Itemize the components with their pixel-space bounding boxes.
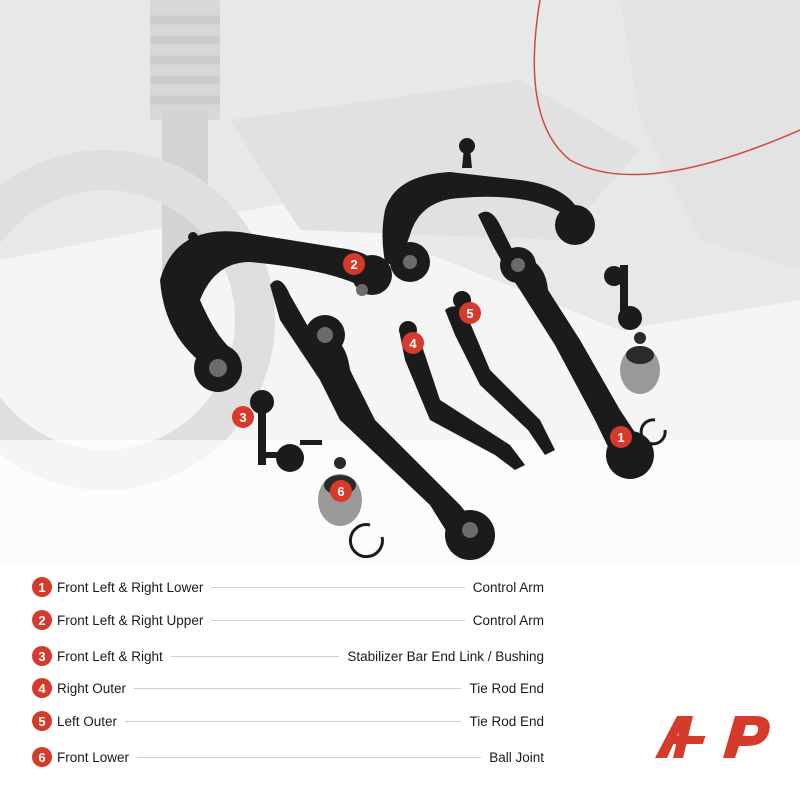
a-premium-logo-icon bbox=[655, 710, 775, 760]
item-description: Control Arm bbox=[472, 612, 544, 628]
parts-list-row-5: 5 Left Outer Tie Rod End bbox=[32, 709, 544, 733]
callout-5: 5 bbox=[459, 302, 481, 324]
upper-control-arm-left bbox=[160, 231, 392, 392]
leader-line bbox=[125, 720, 462, 722]
item-number-badge: 6 bbox=[32, 747, 52, 767]
leader-line bbox=[137, 756, 482, 758]
leader-line bbox=[211, 619, 465, 621]
item-description: Control Arm bbox=[472, 579, 544, 595]
callout-1: 1 bbox=[610, 426, 632, 448]
upper-control-arm-right bbox=[382, 138, 595, 282]
parts-list-row-2: 2 Front Left & Right Upper Control Arm bbox=[32, 608, 544, 632]
callout-2: 2 bbox=[343, 253, 365, 275]
svg-text:5: 5 bbox=[466, 306, 473, 321]
callout-badges: 1 2 3 4 5 6 bbox=[232, 253, 632, 502]
callout-3: 3 bbox=[232, 406, 254, 428]
item-number-badge: 4 bbox=[32, 678, 52, 698]
lower-control-arm-left bbox=[270, 280, 495, 560]
stabilizer-link-left bbox=[250, 390, 322, 472]
item-number-badge: 1 bbox=[32, 577, 52, 597]
item-description: Stabilizer Bar End Link / Bushing bbox=[347, 648, 544, 664]
product-image: 1 2 3 4 5 6 bbox=[0, 0, 800, 565]
leader-line bbox=[134, 687, 462, 689]
item-label: Right Outer bbox=[57, 680, 127, 696]
item-label: Front Lower bbox=[57, 749, 130, 765]
item-label: Left Outer bbox=[57, 713, 118, 729]
ball-joint-front-lower-2 bbox=[620, 332, 667, 446]
leader-line bbox=[211, 586, 465, 588]
item-label: Front Left & Right Upper bbox=[57, 612, 204, 628]
parts-list-row-4: 4 Right Outer Tie Rod End bbox=[32, 676, 544, 700]
parts-list-row-1: 1 Front Left & Right Lower Control Arm bbox=[32, 575, 544, 599]
item-number-badge: 3 bbox=[32, 646, 52, 666]
item-number-badge: 2 bbox=[32, 610, 52, 630]
callout-4: 4 bbox=[402, 332, 424, 354]
svg-text:4: 4 bbox=[409, 336, 417, 351]
svg-text:1: 1 bbox=[617, 430, 624, 445]
item-label: Front Left & Right Lower bbox=[57, 579, 204, 595]
vehicle-background bbox=[0, 0, 800, 565]
svg-text:3: 3 bbox=[239, 410, 246, 425]
svg-text:6: 6 bbox=[337, 484, 344, 499]
leader-line bbox=[170, 655, 340, 657]
svg-text:2: 2 bbox=[350, 257, 357, 272]
parts-list-row-3: 3 Front Left & Right Stabilizer Bar End … bbox=[32, 644, 544, 668]
parts-list: 1 Front Left & Right Lower Control Arm 2… bbox=[0, 565, 800, 800]
parts-illustration: 1 2 3 4 5 6 bbox=[0, 0, 800, 565]
stabilizer-link-right bbox=[604, 265, 642, 330]
callout-6: 6 bbox=[330, 480, 352, 502]
item-description: Tie Rod End bbox=[469, 680, 544, 696]
item-description: Ball Joint bbox=[489, 749, 544, 765]
item-number-badge: 5 bbox=[32, 711, 52, 731]
parts-list-row-6: 6 Front Lower Ball Joint bbox=[32, 745, 544, 769]
item-label: Front Left & Right bbox=[57, 648, 163, 664]
item-description: Tie Rod End bbox=[469, 713, 544, 729]
